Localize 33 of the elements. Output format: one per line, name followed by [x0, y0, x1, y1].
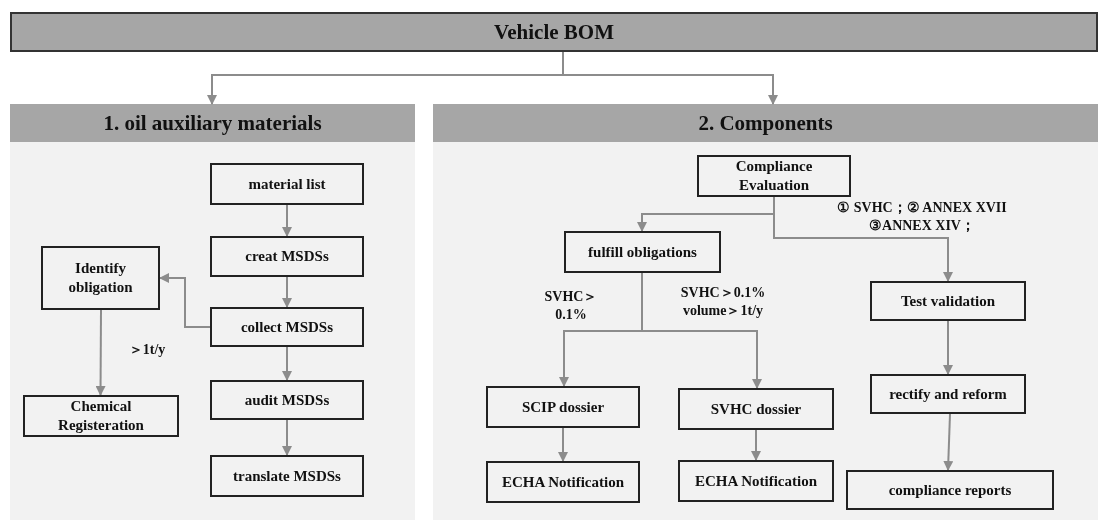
process-box: audit MSDSs: [210, 380, 364, 420]
process-box: fulfill obligations: [564, 231, 721, 273]
arrow: [558, 427, 568, 462]
header-box: Vehicle BOM: [10, 12, 1098, 52]
arrow: [95, 309, 106, 396]
arrow: [282, 346, 292, 381]
process-box: SVHC dossier: [678, 388, 834, 430]
arrow: [282, 204, 292, 237]
process-box: Chemical Registeration: [23, 395, 179, 437]
process-box: material list: [210, 163, 364, 205]
arrow: [641, 272, 762, 389]
section-panel: [10, 104, 415, 520]
process-box: rectify and reform: [870, 374, 1026, 414]
process-box: ECHA Notification: [486, 461, 640, 503]
process-box: Compliance Evaluation: [697, 155, 851, 197]
process-box: Identify obligation: [41, 246, 160, 310]
arrow: [282, 276, 292, 308]
section-heading: 2. Components: [433, 104, 1098, 142]
process-box: collect MSDSs: [210, 307, 364, 347]
arrow: [943, 320, 953, 375]
arrow: [773, 196, 953, 282]
arrow: [159, 273, 211, 328]
arrow: [282, 419, 292, 456]
process-box: SCIP dossier: [486, 386, 640, 428]
process-box: creat MSDSs: [210, 236, 364, 277]
process-box: compliance reports: [846, 470, 1054, 510]
section-heading: 1. oil auxiliary materials: [10, 104, 415, 142]
arrow: [751, 429, 761, 461]
process-box: Test validation: [870, 281, 1026, 321]
section-panel: [433, 104, 1098, 520]
process-box: ECHA Notification: [678, 460, 834, 502]
arrow: [943, 413, 954, 471]
process-box: translate MSDSs: [210, 455, 364, 497]
